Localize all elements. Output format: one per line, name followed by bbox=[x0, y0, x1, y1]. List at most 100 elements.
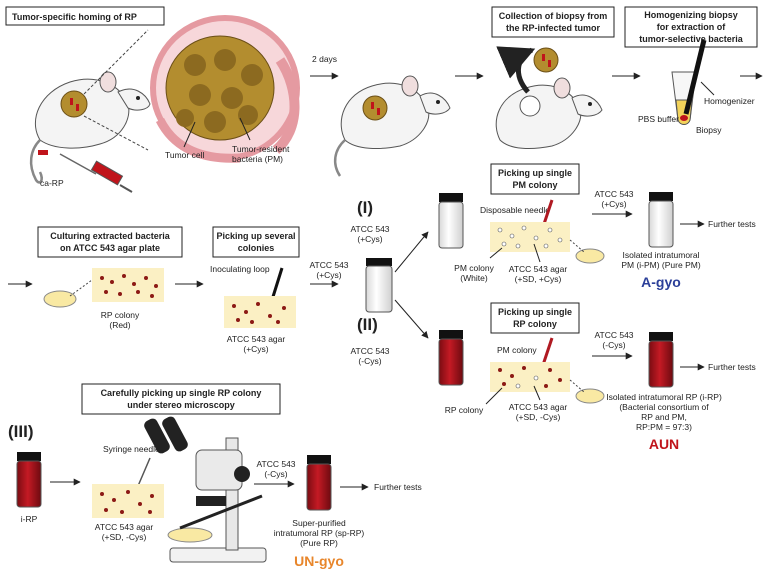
atcc-cys-1: ATCC 543 bbox=[309, 260, 348, 270]
collection-box bbox=[491, 6, 615, 38]
irp-label-3: RP and PM, bbox=[641, 412, 687, 422]
roman-i: (I) bbox=[357, 198, 373, 217]
arrow-branch-i bbox=[394, 231, 429, 273]
culturing-title-1: Culturing extracted bacteria bbox=[50, 231, 171, 241]
atcc-top-2: (+Cys) bbox=[357, 234, 382, 244]
homogenizing-title-2: for extraction of bbox=[657, 22, 727, 32]
agar-sd-cys-2: (+SD, +Cys) bbox=[515, 274, 562, 284]
single-rp-title-1: Picking up single bbox=[498, 307, 572, 317]
irp-label-4: RP:PM = 97:3) bbox=[636, 422, 692, 432]
vial-i-rp bbox=[16, 452, 42, 508]
vial-branch-i bbox=[438, 193, 464, 249]
atcc-top-1: ATCC 543 bbox=[350, 224, 389, 234]
pm-colony-white-1: PM colony bbox=[454, 263, 494, 273]
syringe-needle-label: Syringe needle bbox=[103, 444, 160, 454]
pm-colony-white-2: (White) bbox=[460, 273, 488, 283]
rp-colony-label: RP colony bbox=[445, 405, 484, 415]
several-title-2: colonies bbox=[238, 243, 275, 253]
vial-branch-ii bbox=[438, 330, 464, 386]
roman-iii: (III) bbox=[8, 422, 34, 441]
atcc-right-top-2: (+Cys) bbox=[601, 199, 626, 209]
agar-plate-rp bbox=[490, 362, 605, 404]
several-box bbox=[212, 226, 300, 258]
homogenizer-tube bbox=[671, 39, 707, 125]
agar-sd-minus-1: ATCC 543 agar bbox=[509, 402, 568, 412]
pbs-label: PBS buffer bbox=[638, 114, 679, 124]
tumor-cell-label: Tumor cell bbox=[165, 150, 204, 160]
mouse-illustration-1 bbox=[29, 71, 151, 184]
culturing-box bbox=[37, 226, 183, 258]
homogenizing-box bbox=[624, 6, 758, 48]
agar-cys-1: ATCC 543 agar bbox=[227, 334, 286, 344]
atcc-minus-2: (-Cys) bbox=[358, 356, 381, 366]
biopsy-label: Biopsy bbox=[696, 125, 722, 135]
atcc-right-top-1: ATCC 543 bbox=[594, 189, 633, 199]
aun-label: AUN bbox=[649, 436, 679, 452]
syringe-icon bbox=[59, 153, 133, 193]
mouse-illustration-2 bbox=[333, 75, 451, 177]
homogenizing-title-1: Homogenizing biopsy bbox=[644, 10, 738, 20]
stereo-box bbox=[81, 383, 281, 415]
rp-colony-red-1: RP colony bbox=[101, 310, 140, 320]
agar-sd-cys-1: ATCC 543 agar bbox=[509, 264, 568, 274]
ipm-label-1: Isolated intratumoral bbox=[622, 250, 699, 260]
agar-sd-minus-2: (+SD, -Cys) bbox=[516, 412, 561, 422]
pm-colony-label: PM colony bbox=[497, 345, 537, 355]
homogenizer-label: Homogenizer bbox=[704, 96, 755, 106]
homogenizing-title-3: tumor-selective bacteria bbox=[639, 34, 744, 44]
atcc-right-mid-1: ATCC 543 bbox=[594, 330, 633, 340]
atcc-right-mid-2: (-Cys) bbox=[602, 340, 625, 350]
roman-ii: (II) bbox=[357, 315, 378, 334]
agar-sd-minus-b2: (+SD, -Cys) bbox=[102, 532, 147, 542]
vial-sp-rp bbox=[306, 455, 332, 511]
arrow-branch-ii bbox=[394, 299, 429, 339]
sp-label-1: Super-purified bbox=[292, 518, 346, 528]
single-pm-title-1: Picking up single bbox=[498, 168, 572, 178]
agar-plate-stereo bbox=[92, 484, 164, 518]
atcc-cys-2: (+Cys) bbox=[316, 270, 341, 280]
stereo-title-1: Carefully picking up single RP colony bbox=[101, 388, 262, 398]
stereo-microscope-icon bbox=[144, 416, 267, 563]
ca-rp-label: ca-RP bbox=[40, 178, 64, 188]
sp-label-2: intratumoral RP (sp-RP) bbox=[274, 528, 365, 538]
homing-title: Tumor-specific homing of RP bbox=[12, 12, 137, 22]
culturing-title-2: on ATCC 543 agar plate bbox=[60, 243, 160, 253]
vial-center bbox=[365, 258, 393, 313]
further-tests-2: Further tests bbox=[708, 362, 756, 372]
collection-title-1: Collection of biopsy from bbox=[499, 11, 608, 21]
a-gyo-label: A-gyo bbox=[641, 274, 681, 290]
agar-cys-2: (+Cys) bbox=[243, 344, 268, 354]
atcc-minus-1: ATCC 543 bbox=[350, 346, 389, 356]
irp-label-2: (Bacterial consortium of bbox=[619, 402, 709, 412]
un-gyo-label: UN-gyo bbox=[294, 553, 344, 569]
tumor-cluster bbox=[150, 15, 300, 163]
atcc-bottom-2: (-Cys) bbox=[264, 469, 287, 479]
single-pm-box bbox=[490, 163, 580, 195]
two-days-label: 2 days bbox=[312, 54, 337, 64]
ipm-label-2: PM (i-PM) (Pure PM) bbox=[621, 260, 701, 270]
rp-colony-red-2: (Red) bbox=[109, 320, 130, 330]
resident-label-1: Tumor-resident bbox=[232, 144, 290, 154]
irp-label-1: Isolated intratumoral RP (i-RP) bbox=[606, 392, 722, 402]
homing-box bbox=[5, 6, 165, 26]
resident-label-2: bacteria (PM) bbox=[232, 154, 283, 164]
further-tests-1: Further tests bbox=[708, 219, 756, 229]
agar-plate-pm bbox=[490, 222, 605, 264]
atcc-bottom-1: ATCC 543 bbox=[256, 459, 295, 469]
further-tests-3: Further tests bbox=[374, 482, 422, 492]
stereo-title-2: under stereo microscopy bbox=[127, 400, 235, 410]
culture-plate-1 bbox=[43, 268, 164, 308]
vial-ipm bbox=[648, 192, 674, 248]
agar-plate-several bbox=[224, 296, 296, 328]
sp-label-3: (Pure RP) bbox=[300, 538, 338, 548]
inoculating-loop-label: Inoculating loop bbox=[210, 264, 270, 274]
single-rp-box bbox=[490, 302, 580, 334]
mouse-illustration-3 bbox=[495, 46, 603, 149]
collection-title-2: the RP-infected tumor bbox=[506, 23, 601, 33]
vial-irp bbox=[648, 332, 674, 388]
single-pm-title-2: PM colony bbox=[512, 180, 557, 190]
agar-sd-minus-b1: ATCC 543 agar bbox=[95, 522, 154, 532]
several-title-1: Picking up several bbox=[216, 231, 295, 241]
